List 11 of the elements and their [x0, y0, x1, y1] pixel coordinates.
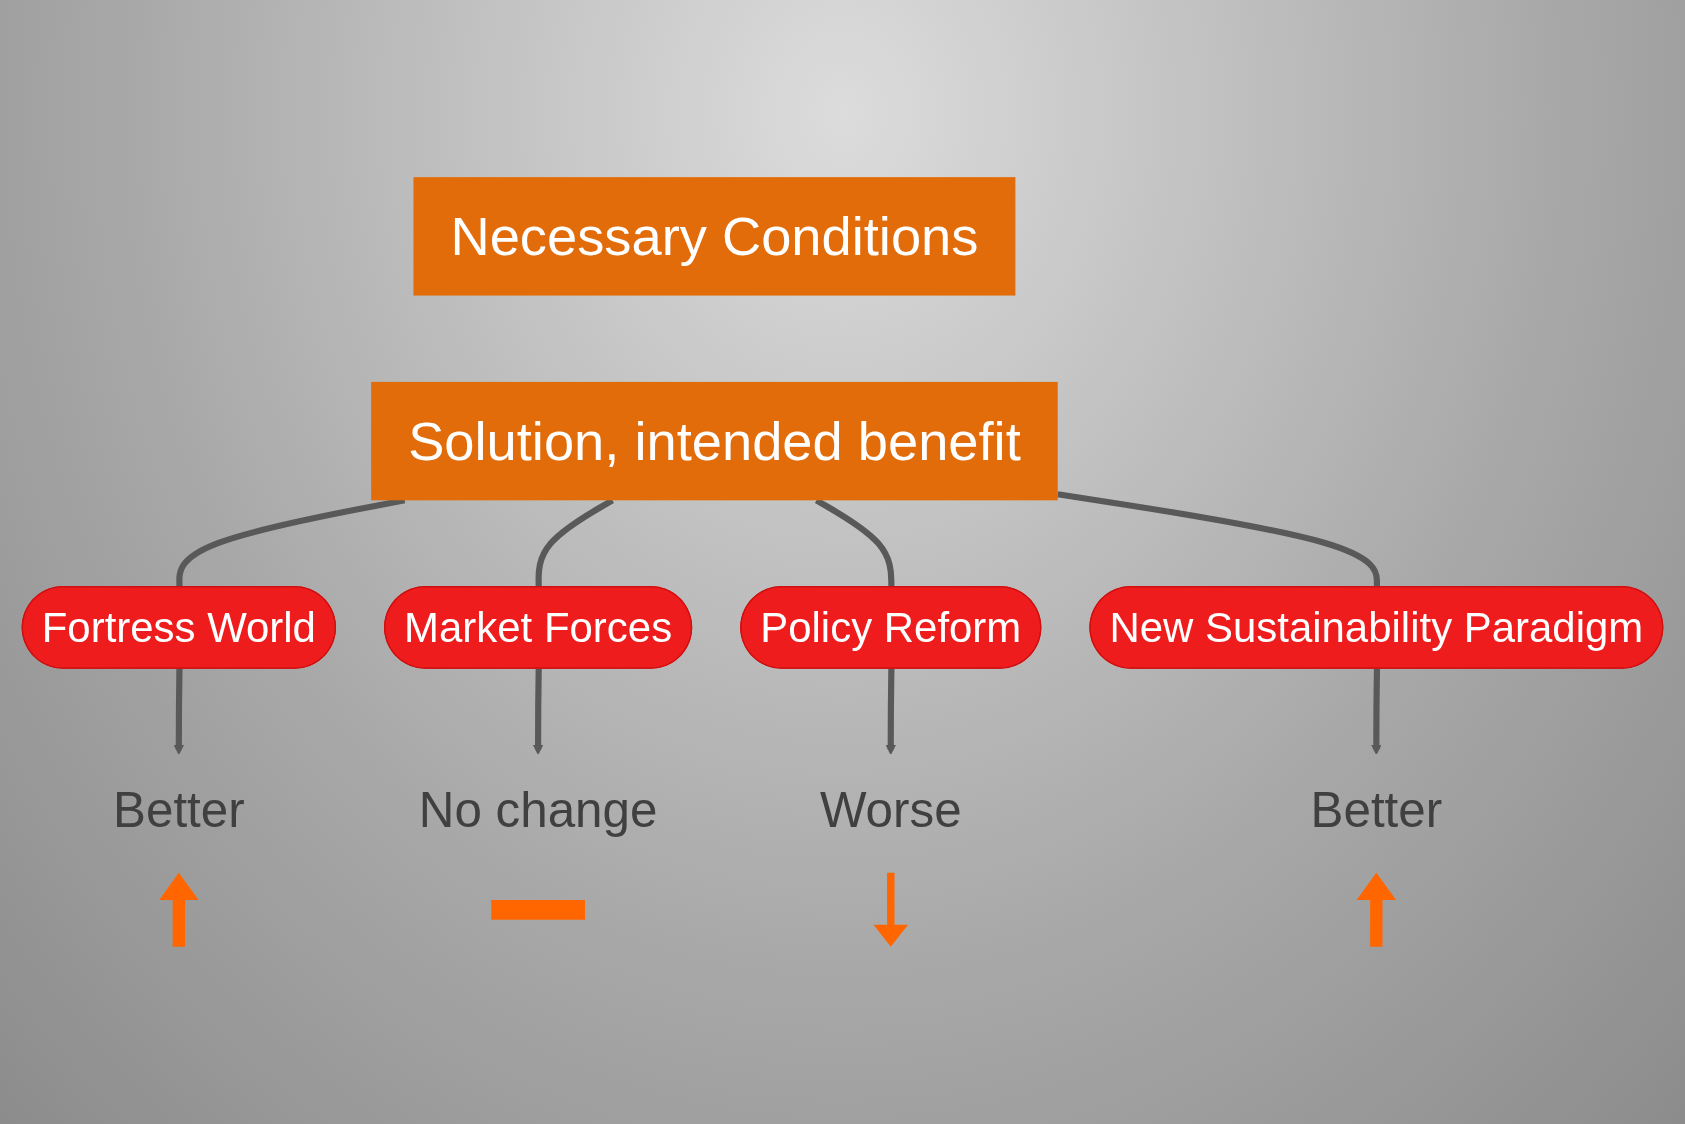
connector: [1057, 491, 1381, 588]
node-text: No change: [418, 782, 658, 838]
node-text: Better: [1310, 782, 1443, 838]
arrow: [1370, 668, 1382, 755]
node-text: Better: [113, 782, 245, 838]
arrow: [532, 668, 544, 755]
arrow: [885, 668, 897, 755]
node-box: Necessary Conditions: [413, 177, 1016, 296]
arrow: [173, 668, 185, 755]
node-box: Solution, intended benefit: [371, 381, 1058, 501]
node-text: Worse: [819, 782, 962, 838]
